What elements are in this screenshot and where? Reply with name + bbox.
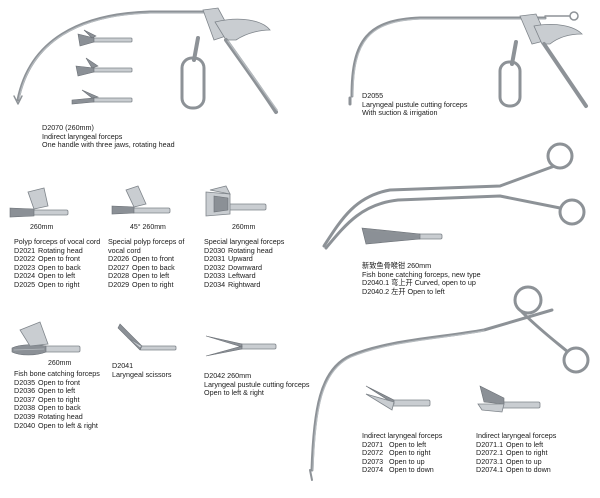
d2070-code: D2070 (260mm) bbox=[42, 123, 94, 132]
indirect-2-title: Indirect laryngeal forceps bbox=[476, 431, 557, 440]
d2055-forceps-image bbox=[348, 11, 588, 108]
d2042-desc: Open to left & right bbox=[204, 388, 264, 398]
fishbone-forceps-image bbox=[11, 321, 81, 356]
fishbone-new-caption: 新致鱼骨喉钳 260mm Fish bone catching forceps,… bbox=[362, 261, 481, 296]
fishbone-dimension: 260mm bbox=[48, 360, 72, 367]
fishbone-new-line-1: D2040.1 弯上开 Curved, open to up bbox=[362, 278, 476, 288]
special-polyp-dimension: 45° 260mm bbox=[130, 224, 166, 231]
special-laryngeal-title: Special laryngeal forceps bbox=[204, 237, 285, 246]
d2070-title: Indirect laryngeal forceps bbox=[42, 131, 123, 141]
polyp-forceps-image bbox=[9, 187, 69, 218]
d2070-jaw-details bbox=[71, 29, 133, 105]
indirect-forceps-image bbox=[309, 285, 590, 481]
scissors-image bbox=[117, 323, 177, 351]
special-polyp-caption: Special polyp forceps of vocal cord D202… bbox=[108, 237, 185, 290]
special-polyp-title: Special polyp forceps of bbox=[108, 237, 185, 246]
polyp-title: Polyp forceps of vocal cord bbox=[14, 237, 101, 246]
fishbone-title: Fish bone catching forceps bbox=[14, 369, 100, 378]
scissors-code: D2041 bbox=[112, 361, 134, 370]
fishbone-new-cn: 新致鱼骨喉钳 260mm bbox=[362, 261, 432, 270]
special-laryngeal-dimension: 260mm bbox=[232, 224, 256, 231]
d2070-forceps-image bbox=[13, 7, 278, 114]
special-laryngeal-forceps-image bbox=[205, 185, 267, 217]
d2042-code: D2042 260mm bbox=[204, 371, 252, 380]
indirect-jaw-detail-1 bbox=[365, 385, 431, 411]
special-polyp-forceps-image bbox=[111, 185, 171, 215]
d2070-caption: D2070 (260mm) Indirect laryngeal forceps… bbox=[42, 123, 175, 150]
d2055-caption: D2055 Laryngeal pustule cutting forceps … bbox=[362, 91, 468, 118]
scissors-title: Laryngeal scissors bbox=[112, 369, 172, 379]
d2042-forceps-image bbox=[205, 335, 277, 357]
polyp-dimension: 260mm bbox=[30, 224, 54, 231]
scissors-caption: D2041 Laryngeal scissors bbox=[112, 361, 172, 379]
fishbone-new-title: Fish bone catching forceps, new type bbox=[362, 269, 481, 279]
special-polyp-title-2: vocal cord bbox=[108, 245, 141, 255]
d2042-title: Laryngeal pustule cutting forceps bbox=[204, 379, 310, 389]
fishbone-new-type-image bbox=[322, 142, 586, 250]
d2055-title: Laryngeal pustule cutting forceps bbox=[362, 99, 468, 109]
indirect-1-title: Indirect laryngeal forceps bbox=[362, 431, 443, 440]
d2070-desc: One handle with three jaws, rotating hea… bbox=[42, 140, 175, 150]
d2055-desc: With suction & irrigation bbox=[362, 108, 438, 118]
fishbone-new-line-2: D2040.2 左开 Open to left bbox=[362, 286, 445, 296]
indirect-jaw-detail-2 bbox=[477, 385, 541, 413]
d2042-caption: D2042 260mm Laryngeal pustule cutting fo… bbox=[204, 371, 310, 398]
d2055-code: D2055 bbox=[362, 91, 384, 100]
fishbone-new-jaw-detail bbox=[361, 227, 443, 245]
